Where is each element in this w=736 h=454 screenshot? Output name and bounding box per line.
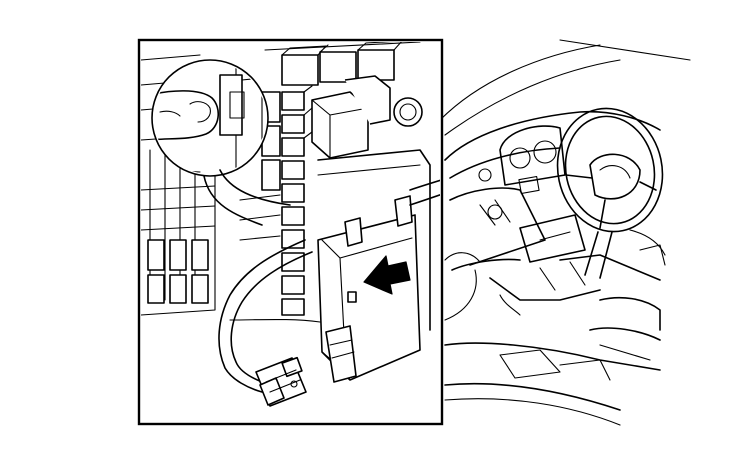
module-connector bbox=[325, 325, 357, 383]
direction-arrow bbox=[363, 255, 411, 295]
finger bbox=[154, 90, 219, 141]
vent-round bbox=[478, 168, 492, 182]
steering-spoke-right bbox=[639, 181, 657, 191]
steering-spoke-left bbox=[565, 174, 593, 179]
knob bbox=[393, 97, 423, 127]
floor-line bbox=[444, 342, 661, 371]
control-module bbox=[317, 195, 421, 383]
vent bbox=[518, 175, 540, 195]
seat-edge bbox=[599, 296, 661, 331]
center-console bbox=[449, 187, 546, 266]
glovebox-area bbox=[519, 214, 586, 263]
harness-connector bbox=[255, 356, 307, 407]
windshield-line bbox=[439, 44, 601, 121]
relay-3 bbox=[357, 49, 395, 81]
module-tab-left bbox=[344, 217, 363, 247]
relay-large bbox=[311, 91, 369, 159]
module-tab-right bbox=[394, 195, 413, 227]
relay-1 bbox=[281, 54, 319, 86]
steering-spoke-bottom bbox=[599, 199, 606, 229]
fuse-relay-panel bbox=[239, 42, 431, 331]
relay-2 bbox=[319, 51, 357, 83]
latch-tab bbox=[219, 74, 243, 136]
dashboard-top bbox=[444, 110, 661, 161]
pedal bbox=[499, 349, 561, 379]
instrument-cluster bbox=[478, 125, 566, 186]
fuse-relay-panel-back bbox=[141, 54, 216, 316]
gauge-right bbox=[533, 140, 557, 164]
fingernail bbox=[189, 101, 211, 123]
vehicle-interior bbox=[439, 39, 691, 426]
steering-hub bbox=[589, 153, 641, 200]
steering-column bbox=[584, 231, 599, 276]
leader-line bbox=[219, 169, 291, 206]
door-sill bbox=[444, 382, 621, 411]
roof-line bbox=[559, 39, 691, 61]
steering-wheel bbox=[556, 107, 664, 279]
gauge-left bbox=[509, 147, 531, 169]
wiring-harness bbox=[218, 179, 440, 393]
windshield-line-2 bbox=[444, 59, 621, 136]
